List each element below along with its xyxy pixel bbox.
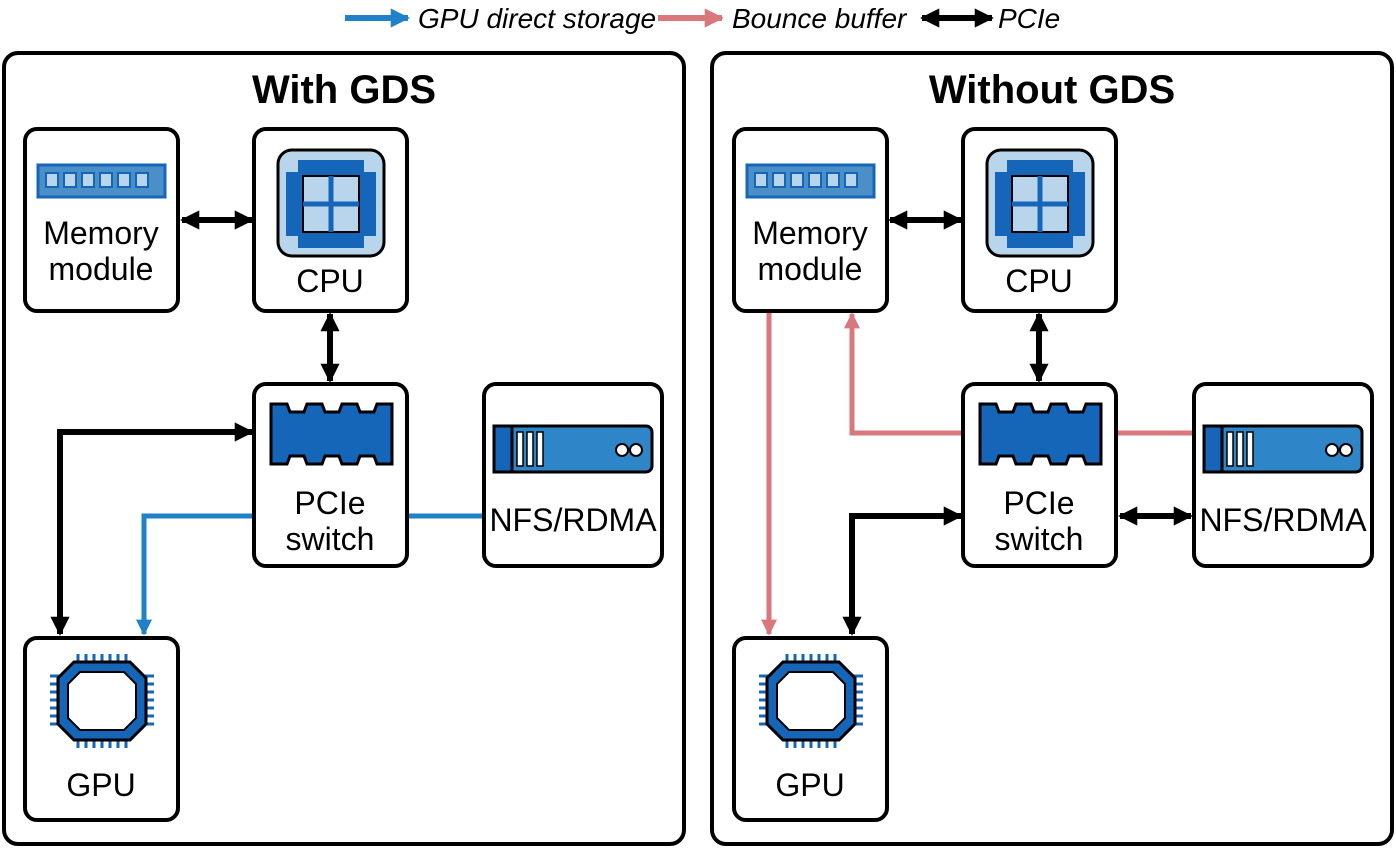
gpu-label: GPU [66,767,135,803]
pcie-switch-icon [978,402,1103,466]
cpu-label: CPU [1005,263,1073,299]
panel-frame [710,51,1394,846]
storage-server-icon [492,424,654,474]
legend: GPU direct storage Bounce buffer PCIe [345,3,1060,34]
pcie-switch-node: PCIe switch [252,382,409,568]
gds-link-switch-gpu [135,513,252,636]
pcie-link-switch-gpu [50,422,254,636]
panel-without-gds: Without GDS Memory module [710,51,1394,846]
memory-module-node: Memory module [23,127,180,313]
storage-server-icon [1202,424,1364,474]
cpu-node: CPU [961,127,1118,313]
memory-label-line2: module [49,251,154,287]
legend-bounce-label: Bounce buffer [732,3,908,34]
cpu-node: CPU [252,127,409,313]
pcie-switch-label-line2: switch [995,521,1084,557]
pcie-switch-icon [269,402,394,466]
memory-icon [36,163,167,199]
pcie-switch-label-line2: switch [286,521,375,557]
pcie-switch-label-line1: PCIe [294,485,365,521]
panel-frame [2,51,686,846]
cpu-icon [276,148,386,258]
cpu-label: CPU [296,263,364,299]
storage-label: NFS/RDMA [489,502,657,538]
memory-icon [745,163,876,199]
memory-label-line2: module [758,251,863,287]
gpu-node: GPU [732,636,889,822]
pcie-switch-label-line1: PCIe [1003,485,1074,521]
legend-pcie-label: PCIe [998,3,1060,34]
gpu-label: GPU [775,767,844,803]
legend-gds-label: GPU direct storage [418,3,656,34]
gpu-chip-icon [759,654,863,748]
memory-module-node: Memory module [732,127,889,313]
cpu-icon [985,148,1095,258]
gpu-chip-icon [50,654,154,748]
panel-title: Without GDS [929,68,1175,112]
gpu-node: GPU [23,636,180,822]
pcie-switch-node: PCIe switch [961,382,1118,568]
panel-with-gds: With GDS Memory module [2,51,686,846]
panel-title: With GDS [252,68,436,112]
memory-label-line1: Memory [43,215,159,251]
storage-label: NFS/RDMA [1199,502,1367,538]
bounce-link-switch-memory [843,312,963,436]
storage-node: NFS/RDMA [1192,382,1374,568]
storage-node: NFS/RDMA [482,382,664,568]
memory-label-line1: Memory [752,215,868,251]
pcie-link-switch-gpu [842,506,963,636]
